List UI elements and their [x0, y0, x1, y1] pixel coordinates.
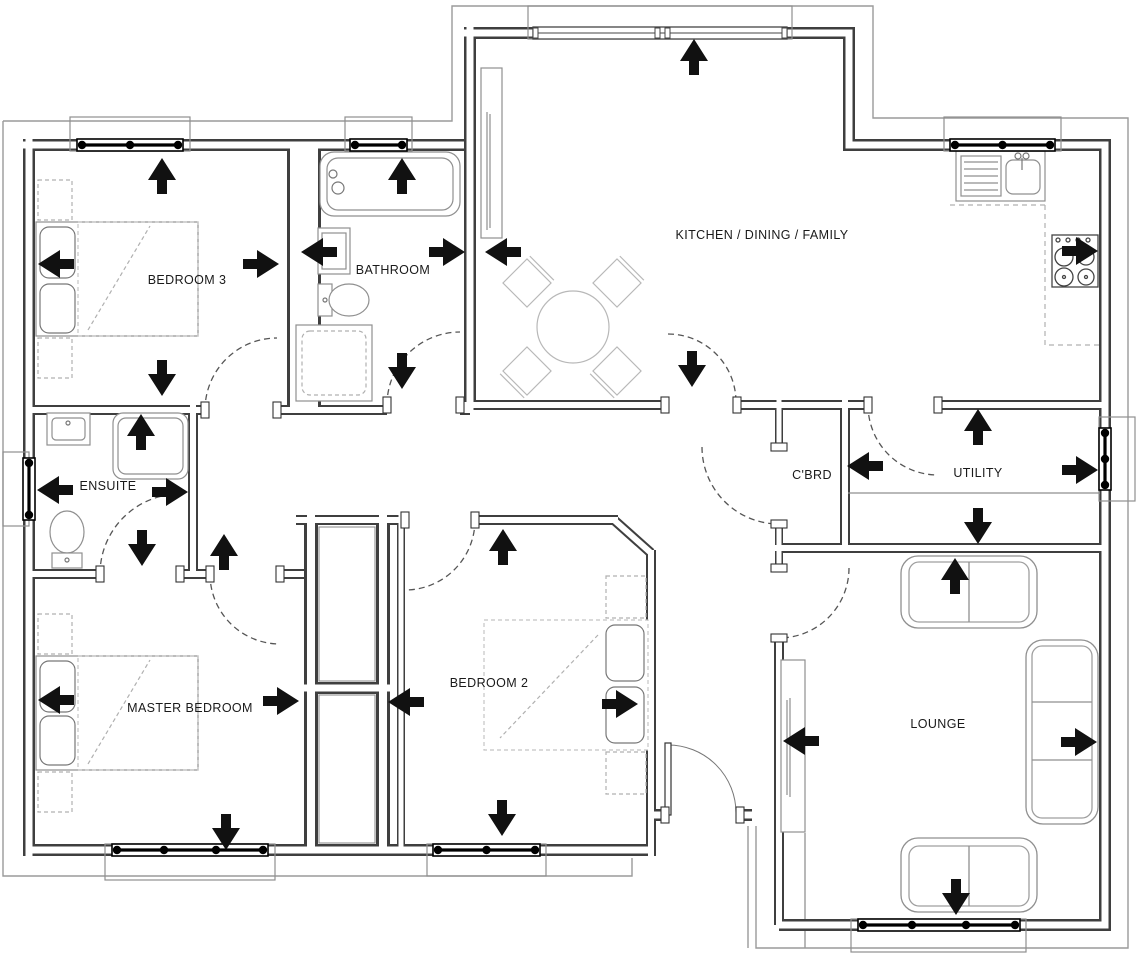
- arrows-layer: [37, 39, 1098, 915]
- arrow-ensuite-left: [37, 476, 73, 504]
- room-label-ensuite: ENSUITE: [80, 479, 137, 493]
- dining-table-and-chairs: [499, 255, 645, 399]
- arrow-lounge-left: [783, 727, 819, 755]
- arrow-kitchen-up: [680, 39, 708, 75]
- utility-door-swing: [867, 404, 939, 476]
- arrow-bedroom3-up: [148, 158, 176, 194]
- arrow-utility-down: [964, 508, 992, 544]
- arrow-bedroom2-down: [488, 800, 516, 836]
- arrow-utility-right: [1062, 456, 1098, 484]
- arrow-bedroom3-right: [243, 250, 279, 278]
- arrow-bedroom2-right: [602, 690, 638, 718]
- bathroom-shower: [295, 324, 373, 402]
- labels-layer: BEDROOM 3 BATHROOM KITCHEN / DINING / FAMI…: [80, 228, 1003, 731]
- ensuite-door-swing: [99, 493, 181, 575]
- kitchen-sink-unit: [955, 150, 1046, 202]
- ensuite-toilet: [49, 510, 85, 569]
- kitchen-tall-unit: [480, 67, 503, 239]
- lounge-window: [850, 918, 1027, 953]
- arrow-bedroom2-up: [489, 529, 517, 565]
- arrow-kitchen-left: [485, 238, 521, 266]
- bedroom2-window: [426, 843, 547, 877]
- bathroom-door-swing: [386, 331, 461, 406]
- bedroom3-window: [69, 116, 191, 152]
- arrow-lounge-right: [1061, 728, 1097, 756]
- kitchen-door-swing: [667, 333, 737, 403]
- master-door-swing: [209, 573, 281, 645]
- door-swings: [99, 331, 939, 645]
- arrow-kitchen-down: [678, 351, 706, 387]
- arrow-bedroom3-left: [38, 250, 74, 278]
- room-label-lounge: LOUNGE: [910, 717, 965, 731]
- bedroom3-door-swing: [204, 337, 278, 411]
- arrow-lounge-up: [941, 558, 969, 594]
- room-label-kitchen: KITCHEN / DINING / FAMILY: [676, 228, 849, 242]
- cupboard-door-swing: [701, 446, 780, 525]
- arrow-bathroom-left: [301, 238, 337, 266]
- arrow-ensuite-down: [128, 530, 156, 566]
- room-label-master-bedroom: MASTER BEDROOM: [127, 701, 253, 715]
- kitchen-hob: [1051, 234, 1099, 288]
- windows-layer: [2, 5, 1136, 953]
- arrow-master-bedroom-down: [212, 814, 240, 850]
- lounge-door-swing: [778, 567, 850, 639]
- arrow-ensuite-up: [127, 414, 155, 450]
- arrow-master-bedroom-right: [263, 687, 299, 715]
- doors-layer: [95, 331, 943, 824]
- room-label-bedroom2: BEDROOM 2: [450, 676, 529, 690]
- kitchen-worktop: [950, 204, 1100, 346]
- bed-bedroom3: [35, 179, 199, 379]
- arrow-bathroom-up: [388, 158, 416, 194]
- furniture-layer: [35, 67, 1100, 913]
- ensuite-window: [2, 451, 36, 527]
- arrow-lounge-down: [942, 879, 970, 915]
- bathtub: [319, 151, 461, 217]
- door-jambs: [95, 396, 943, 824]
- sofa-right: [1025, 639, 1099, 825]
- room-label-utility: UTILITY: [953, 466, 1003, 480]
- bedroom2-door-swing: [404, 519, 476, 591]
- arrow-bedroom2-left: [388, 688, 424, 716]
- arrow-ensuite-right: [152, 478, 188, 506]
- ensuite-shower: [112, 412, 189, 480]
- kitchen-window: [943, 116, 1062, 152]
- bed-bedroom2: [483, 575, 649, 795]
- arrow-utility-up: [964, 409, 992, 445]
- arrow-kitchen-right: [1062, 237, 1098, 265]
- front-door: [664, 742, 737, 816]
- bathroom-window: [344, 116, 413, 152]
- utility-back-door: [1098, 416, 1136, 502]
- room-label-bathroom: BATHROOM: [356, 263, 431, 277]
- bed-master: [35, 613, 199, 813]
- arrow-master-bedroom-left: [38, 686, 74, 714]
- arrow-bedroom3-down: [148, 360, 176, 396]
- kitchen-patio-window: [527, 5, 793, 40]
- ensuite-sink: [46, 412, 91, 446]
- sofa-bottom: [900, 837, 1038, 913]
- master-bedroom-window: [104, 843, 276, 881]
- arrow-utility-left: [847, 452, 883, 480]
- hall-wardrobes: [318, 526, 376, 844]
- room-label-bedroom3: BEDROOM 3: [148, 273, 227, 287]
- room-label-cbrd: C'BRD: [792, 468, 832, 482]
- arrow-bathroom-right: [429, 238, 465, 266]
- arrow-bathroom-down: [388, 353, 416, 389]
- sofa-top: [900, 555, 1038, 629]
- bathroom-toilet: [317, 283, 370, 317]
- arrow-master-bedroom-up: [210, 534, 238, 570]
